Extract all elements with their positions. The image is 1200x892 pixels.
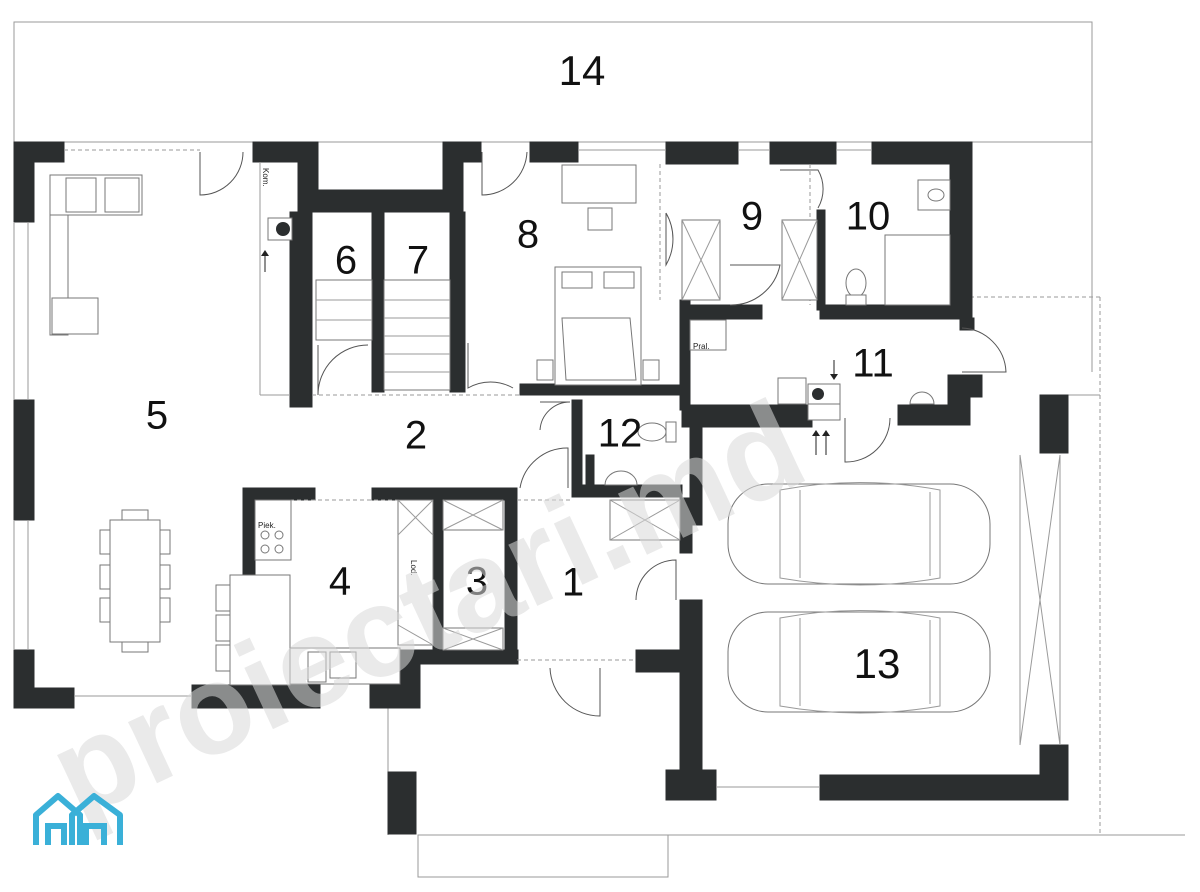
room-label-1: 1 [562, 561, 584, 605]
label-kom: Kom. [261, 168, 270, 187]
room-label-2: 2 [405, 414, 427, 458]
room-label-13: 13 [854, 640, 901, 687]
label-pral: Pral. [693, 342, 709, 351]
room-label-9: 9 [741, 195, 763, 239]
dressing-and-bath-fittings [681, 179, 951, 306]
service-room-fittings [689, 319, 935, 455]
label-piek: Piek. [258, 521, 276, 530]
car-2 [727, 610, 991, 714]
room-label-5: 5 [146, 394, 168, 438]
room-label-8: 8 [517, 213, 539, 257]
label-lod: Lod. [409, 560, 418, 576]
doors [199, 151, 1061, 746]
car-1 [727, 482, 991, 586]
kitchen-fittings [215, 499, 434, 686]
sofa [49, 174, 143, 336]
house-outline-logo [33, 793, 123, 845]
boiler-unit [261, 217, 293, 272]
room-label-11: 11 [852, 342, 894, 386]
wardrobes [442, 499, 681, 651]
room-label-14: 14 [559, 47, 606, 94]
room-label-12: 12 [598, 412, 643, 456]
wc-fittings [604, 421, 677, 486]
room-label-4: 4 [329, 560, 351, 604]
bedroom-furniture [536, 164, 660, 386]
staircase [315, 279, 451, 391]
dining-table [99, 509, 171, 653]
room-label-10: 10 [846, 195, 891, 239]
room-label-3: 3 [466, 560, 488, 604]
room-label-7: 7 [407, 239, 429, 283]
room-label-6: 6 [335, 239, 357, 283]
walls [13, 141, 1069, 835]
